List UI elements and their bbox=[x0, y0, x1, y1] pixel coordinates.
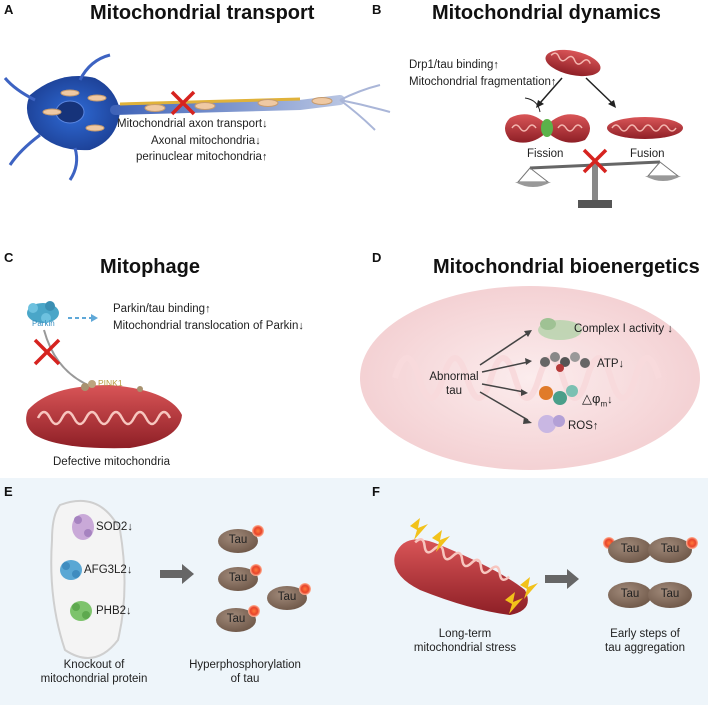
text-fragmentation: Mitochondrial fragmentation↑ bbox=[409, 76, 557, 88]
afg3l2-protein bbox=[60, 560, 82, 580]
mitochondrion-top bbox=[545, 49, 601, 77]
arrow-to-fusion bbox=[585, 77, 613, 104]
panel-title-a: Mitochondrial transport bbox=[90, 2, 315, 24]
caption-defective: Defective mitochondria bbox=[53, 456, 170, 468]
mitochondrion-fusion bbox=[607, 117, 683, 139]
panel-title-c: Mitophage bbox=[100, 256, 200, 278]
cross-icon bbox=[33, 338, 61, 366]
panel-title-b: Mitochondrial dynamics bbox=[432, 2, 661, 24]
text-axon-transport: Mitochondrial axon transport↓ bbox=[117, 118, 268, 130]
arrow-f bbox=[545, 569, 579, 589]
tau-label: Tau bbox=[620, 543, 640, 555]
neuron-illustration bbox=[3, 53, 391, 181]
panel-label-f: F bbox=[372, 484, 380, 499]
mitochondrion-outline bbox=[50, 500, 126, 659]
complex-i-structure bbox=[538, 318, 582, 340]
panel-title-d: Mitochondrial bioenergetics bbox=[433, 256, 700, 278]
text-axonal-mito: Axonal mitochondria↓ bbox=[151, 135, 261, 147]
atp-molecule bbox=[540, 352, 590, 372]
tau-label: Tau bbox=[660, 588, 680, 600]
parkin-protein bbox=[27, 301, 59, 323]
label-fission: Fission bbox=[527, 148, 564, 160]
label-parkin: Parkin bbox=[32, 319, 55, 328]
text-membrane-potential: △φm↓ bbox=[582, 391, 613, 409]
tau-label: Tau bbox=[660, 543, 680, 555]
text-complex-i: Complex I activity ↓ bbox=[574, 323, 673, 335]
tau-phospho-group-e bbox=[216, 525, 311, 632]
label-sod2: SOD2↓ bbox=[96, 521, 133, 533]
label-fusion: Fusion bbox=[630, 148, 665, 160]
panel-label-c: C bbox=[4, 250, 14, 265]
text-parkin-tau: Parkin/tau binding↑ bbox=[113, 303, 211, 315]
text-drp1: Drp1/tau binding↑ bbox=[409, 59, 499, 71]
label-pink1: PINK1 bbox=[98, 378, 123, 388]
lightning-icon bbox=[410, 518, 538, 614]
mitochondrion-fission bbox=[505, 114, 590, 143]
tau-label: Tau bbox=[277, 591, 297, 603]
text-translocation: Mitochondrial translocation of Parkin↓ bbox=[113, 320, 304, 332]
sod2-protein bbox=[72, 514, 94, 540]
panel-label-e: E bbox=[4, 484, 13, 499]
arrow-to-fission bbox=[539, 77, 563, 104]
balance-scale bbox=[515, 160, 681, 208]
tau-label: Tau bbox=[226, 613, 246, 625]
background-mitochondrion bbox=[360, 286, 700, 470]
phb2-protein bbox=[70, 601, 92, 621]
text-perinuclear: perinuclear mitochondria↑ bbox=[136, 151, 268, 163]
tau-label: Tau bbox=[228, 572, 248, 584]
text-atp: ATP↓ bbox=[597, 358, 625, 370]
label-afg3l2: AFG3L2↓ bbox=[84, 564, 133, 576]
panel-label-a: A bbox=[4, 2, 14, 17]
ros-icon bbox=[538, 415, 565, 433]
membrane-potential-icon bbox=[539, 385, 578, 405]
tau-aggregate-group-f bbox=[603, 537, 698, 608]
cross-icon bbox=[582, 148, 608, 174]
label-phb2: PHB2↓ bbox=[96, 605, 132, 617]
stressed-mitochondrion bbox=[394, 538, 528, 615]
defective-mitochondrion bbox=[26, 380, 183, 449]
panel-label-d: D bbox=[372, 250, 382, 265]
tau-label: Tau bbox=[620, 588, 640, 600]
text-ros: ROS↑ bbox=[568, 420, 599, 432]
arrow-e bbox=[160, 564, 194, 584]
tau-label: Tau bbox=[228, 534, 248, 546]
bioenergetics-arrows bbox=[479, 330, 532, 424]
panel-label-b: B bbox=[372, 2, 382, 17]
cross-icon bbox=[170, 90, 196, 116]
